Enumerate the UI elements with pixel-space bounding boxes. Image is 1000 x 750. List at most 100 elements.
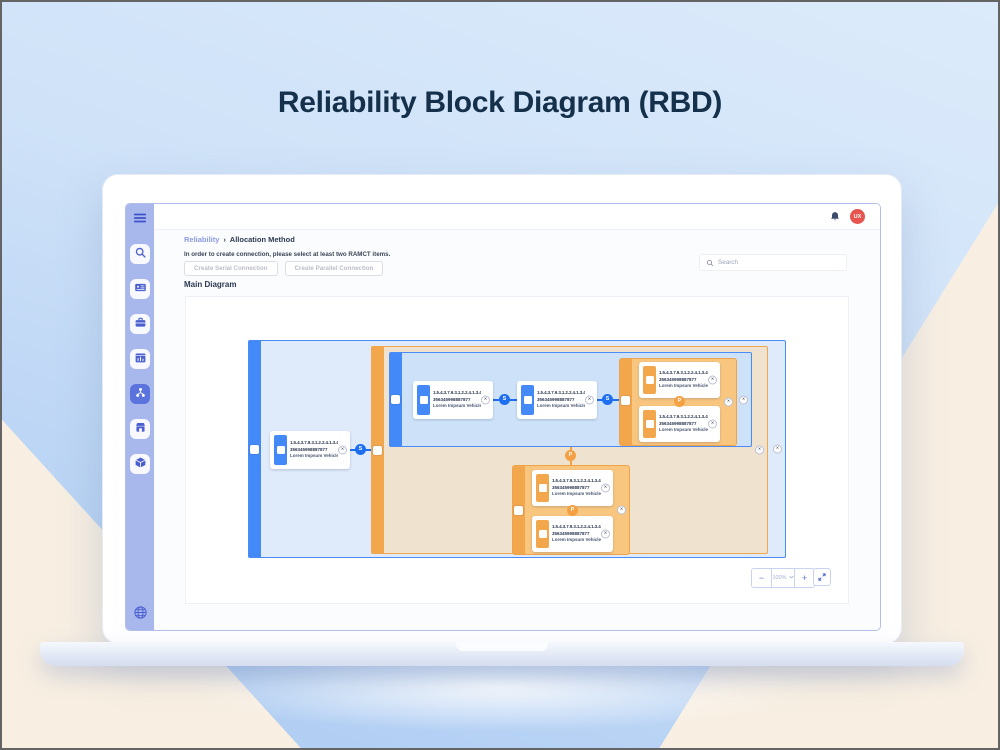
fullscreen-expand-button[interactable] [813, 568, 831, 586]
container-checkbox[interactable] [250, 445, 259, 454]
block-close-icon[interactable]: × [708, 375, 717, 385]
block-handle [536, 474, 549, 502]
rbd-parallel-group[interactable]: 1.5.4.3.7.9.3.1.2.2.4.1.3.4.5 3563459988… [512, 465, 630, 555]
search-icon [134, 246, 147, 262]
group-close-icon[interactable]: × [739, 395, 748, 404]
block-handle [643, 366, 656, 394]
group-close-icon[interactable]: × [773, 444, 782, 454]
section-title: Main Diagram [184, 280, 237, 289]
block-name: Lorem Impsum Vehicle [433, 403, 481, 409]
block-checkbox[interactable] [645, 376, 654, 384]
block-handle [536, 520, 549, 548]
sidebar-item-briefcase[interactable] [130, 314, 150, 334]
calendar-chart-icon [134, 351, 147, 367]
rbd-orange-container[interactable]: 1.5.4.3.7.9.3.1.2.2.4.1.3.4.5 3563459988… [371, 346, 768, 555]
breadcrumb-parent-link[interactable]: Reliability [184, 235, 220, 244]
rbd-blue-subcontainer[interactable]: 1.5.4.3.7.9.3.1.2.2.4.1.3.4.5 3563459988… [389, 352, 752, 447]
block-checkbox[interactable] [645, 420, 654, 428]
block-close-icon[interactable]: × [338, 445, 347, 455]
app-window: UX Reliability › Allocation Method In or… [125, 203, 881, 631]
search-input[interactable] [718, 259, 840, 266]
sidebar-item-search[interactable] [130, 244, 150, 264]
group-close-icon[interactable]: × [755, 445, 764, 455]
block-close-icon[interactable]: × [481, 395, 490, 405]
block-text: 1.5.4.3.7.9.3.1.2.2.4.1.3.4.5 3563459988… [549, 524, 601, 545]
sidebar-item-schedule[interactable] [130, 349, 150, 369]
content-area: Reliability › Allocation Method In order… [154, 230, 880, 630]
block-serial: 356345998887877 [552, 484, 590, 490]
create-serial-connection-button[interactable]: Create Serial Connection [184, 261, 278, 276]
block-checkbox[interactable] [538, 484, 547, 492]
parallel-connector-node[interactable]: P [565, 450, 576, 461]
block-name: Lorem Impsum Vehicle [659, 427, 708, 433]
instruction-text: In order to create connection, please se… [184, 251, 391, 258]
block-name: Lorem Impsum Vehicle [659, 383, 708, 389]
rbd-block[interactable]: 1.5.4.3.7.9.3.1.2.2.4.1.3.4.5 3563459988… [517, 381, 597, 419]
block-serial: 356345998887877 [552, 530, 590, 536]
search-icon [706, 254, 714, 272]
block-close-icon[interactable]: × [601, 483, 610, 493]
parallel-connector-node[interactable]: P [674, 396, 685, 407]
rbd-root-container[interactable]: 1.5.4.3.7.9.3.1.2.2.4.1.3.4.5 3563459988… [248, 340, 786, 558]
serial-connector-node[interactable]: S [602, 394, 613, 405]
container-checkbox[interactable] [391, 395, 400, 404]
language-globe-icon[interactable] [132, 605, 148, 621]
serial-connector-node[interactable]: S [499, 394, 510, 405]
rbd-block[interactable]: 1.5.4.3.7.9.3.1.2.2.4.1.3.4.5 3563459988… [639, 362, 720, 398]
group-close-icon[interactable]: × [724, 397, 733, 407]
rbd-block[interactable]: 1.5.4.3.7.9.3.1.2.2.4.1.3.4.5 3563459988… [270, 431, 350, 469]
sidebar-item-cube[interactable] [130, 454, 150, 474]
block-handle [274, 435, 287, 465]
search-field [699, 254, 847, 271]
block-close-icon[interactable]: × [585, 395, 594, 405]
rbd-block[interactable]: 1.5.4.3.7.9.3.1.2.2.4.1.3.4.5 3563459988… [639, 406, 720, 442]
block-checkbox[interactable] [538, 530, 547, 538]
container-checkbox[interactable] [373, 446, 382, 455]
block-checkbox[interactable] [419, 396, 428, 404]
serial-connector-node[interactable]: S [355, 444, 366, 455]
group-close-icon[interactable]: × [617, 505, 626, 515]
sidebar-item-hierarchy[interactable] [130, 384, 150, 404]
block-handle [521, 385, 534, 415]
rbd-block[interactable]: 1.5.4.3.7.9.3.1.2.2.4.1.3.4.5 3563459988… [413, 381, 493, 419]
page-title: Reliability Block Diagram (RBD) [277, 86, 723, 119]
container-checkbox[interactable] [621, 396, 630, 405]
parallel-connector-node[interactable]: P [567, 505, 578, 516]
diagram-canvas[interactable]: 1.5.4.3.7.9.3.1.2.2.4.1.3.4.5 3563459988… [185, 296, 849, 604]
zoom-out-button[interactable]: − [752, 569, 771, 587]
rbd-block[interactable]: 1.5.4.3.7.9.3.1.2.2.4.1.3.4.5 3563459988… [532, 470, 613, 506]
block-checkbox[interactable] [523, 396, 532, 404]
create-parallel-connection-button[interactable]: Create Parallel Connection [284, 261, 384, 276]
block-close-icon[interactable]: × [708, 419, 717, 429]
breadcrumb-current: Allocation Method [229, 235, 295, 244]
block-name: Lorem Impsum Vehicle [552, 491, 601, 497]
block-checkbox[interactable] [276, 446, 285, 454]
block-serial: 356345998887877 [290, 446, 328, 452]
topbar: UX [154, 204, 880, 230]
sidebar [126, 204, 154, 630]
rbd-block[interactable]: 1.5.4.3.7.9.3.1.2.2.4.1.3.4.5 3563459988… [532, 516, 613, 552]
zoom-in-button[interactable]: + [795, 569, 814, 587]
connection-toolbar: Create Serial Connection Create Parallel… [184, 261, 384, 276]
block-serial: 356345998887877 [659, 420, 697, 426]
menu-icon[interactable] [132, 211, 148, 225]
zoom-level-dropdown[interactable]: 100% [771, 569, 795, 587]
zoom-controls: − 100% + [751, 568, 815, 588]
expand-arrows-icon [817, 570, 827, 585]
notification-bell-icon[interactable] [828, 210, 841, 224]
rbd-parallel-group[interactable]: 1.5.4.3.7.9.3.1.2.2.4.1.3.4.5 3563459988… [619, 358, 737, 446]
briefcase-icon [134, 316, 147, 332]
sidebar-item-id-card[interactable] [130, 279, 150, 299]
block-id: 1.5.4.3.7.9.3.1.2.2.4.1.3.4.5 [552, 523, 601, 529]
breadcrumb: Reliability › Allocation Method [184, 235, 295, 244]
block-serial: 356345998887877 [659, 376, 697, 382]
zoom-level-value: 100% [772, 575, 787, 581]
block-id: 1.5.4.3.7.9.3.1.2.2.4.1.3.4.5 [659, 413, 708, 419]
id-card-icon [134, 281, 147, 297]
sidebar-item-store[interactable] [130, 419, 150, 439]
container-checkbox[interactable] [514, 506, 523, 515]
block-close-icon[interactable]: × [601, 529, 610, 539]
block-name: Lorem Impsum Vehicle [537, 403, 585, 409]
user-avatar[interactable]: UX [850, 209, 865, 224]
store-icon [134, 421, 147, 437]
